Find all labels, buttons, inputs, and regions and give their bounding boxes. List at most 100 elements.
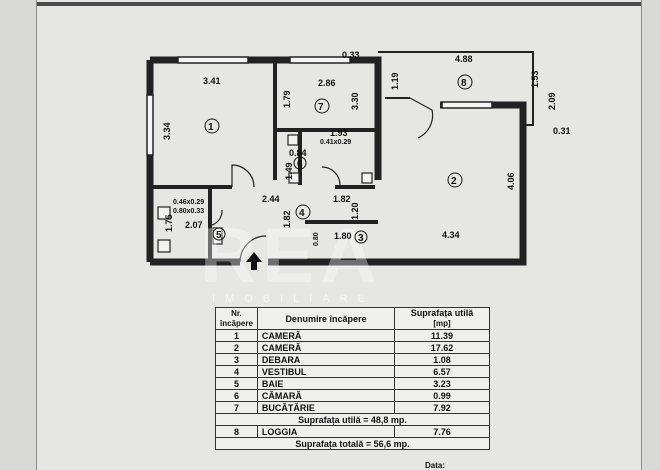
header-nr: Nr. încăpere [215, 307, 258, 330]
header-name: Denumire încăpere [256, 307, 396, 330]
room-marker-4 [295, 204, 311, 220]
door-entrance [239, 235, 267, 263]
entrance-arrow-icon [246, 252, 262, 262]
vent-box-5 [157, 239, 171, 253]
row-name: DEBARA [256, 353, 396, 366]
date-label: Data: [425, 461, 446, 470]
room-marker-1 [204, 118, 220, 134]
window-room7 [289, 56, 351, 64]
loggia-wall [378, 51, 534, 126]
row-name: BUCĂTĂRIE [256, 401, 396, 414]
loggia-area: 7.76 [394, 425, 490, 438]
dim-label: 1.75 [164, 214, 174, 232]
dim-label: 1.49 [284, 162, 294, 180]
table-row: 7 BUCĂTĂRIE 7.92 [215, 401, 490, 414]
room-marker-7 [314, 98, 330, 114]
useful-total-row: Suprafața utilă = 48,8 mp. [215, 413, 490, 426]
dim-label: 0.33 [342, 50, 360, 60]
row-name: CAMERĂ [256, 329, 396, 342]
table-row: 1 CAMERĂ 11.39 [215, 329, 490, 342]
row-nr: 2 [215, 341, 258, 354]
room-number: 6 [297, 159, 303, 170]
row-nr: 4 [215, 365, 258, 378]
row-name: CĂMARĂ [256, 389, 396, 402]
doors [211, 97, 434, 263]
table-row: 6 CĂMARĂ 0.99 [215, 389, 490, 402]
row-nr: 5 [215, 377, 258, 390]
row-name: VESTIBUL [256, 365, 396, 378]
table-row: 4 VESTIBUL 6.57 [215, 365, 490, 378]
table-row: 5 BAIE 3.23 [215, 377, 490, 390]
door-room1 [231, 164, 255, 188]
row-nr: 1 [215, 329, 258, 342]
dim-label: 0.80x0.33 [173, 208, 204, 215]
dim-label: 1.20 [350, 202, 360, 220]
dim-label: 3.30 [350, 92, 360, 110]
dim-label: 0.46x0.29 [173, 199, 204, 206]
room-number: 2 [451, 176, 457, 187]
room-marker-5 [212, 227, 226, 241]
room-number: 3 [358, 233, 364, 244]
room-number: 7 [318, 102, 324, 113]
wall-top [150, 56, 382, 98]
dim-label: 1.93 [330, 128, 348, 138]
room-marker-6 [293, 156, 307, 170]
watermark-subtitle: IMOBILIARE [212, 293, 375, 305]
table-row: 3 DEBARA 1.08 [215, 353, 490, 366]
row-nr: 6 [215, 389, 258, 402]
grand-total-row: Suprafața totală = 56,6 mp. [215, 437, 490, 450]
header-area-unit: [mp] [433, 319, 451, 328]
row-name: CAMERĂ [256, 341, 396, 354]
window-room1 [177, 56, 249, 64]
row-area: 1.08 [394, 353, 490, 366]
dim-label: 0.41x0.29 [320, 139, 351, 146]
windows [146, 56, 493, 156]
room-number: 8 [461, 78, 467, 89]
dim-label: 1.53 [530, 70, 540, 88]
useful-total: Suprafața utilă = 48,8 mp. [215, 413, 490, 426]
dim-label: 2.07 [185, 220, 203, 230]
dim-label: 1.79 [282, 90, 292, 108]
dim-label: 3.34 [162, 122, 172, 140]
vent-box-3 [361, 172, 373, 184]
watermark-logo: REA [200, 211, 383, 299]
loggia-row: 8 LOGGIA 7.76 [215, 425, 490, 438]
door-room2 [409, 97, 434, 139]
row-area: 17.62 [394, 341, 490, 354]
dim-label: 4.88 [455, 54, 473, 64]
dim-label: 2.09 [547, 92, 557, 110]
window-room2 [441, 101, 493, 109]
row-area: 6.57 [394, 365, 490, 378]
window-left [146, 94, 154, 156]
dim-label: 1.19 [390, 72, 400, 90]
door-room5 [211, 209, 223, 226]
dim-label: 4.34 [442, 230, 460, 240]
loggia-nr: 8 [215, 425, 258, 438]
row-area: 3.23 [394, 377, 490, 390]
entrance-arrow-stem-icon [251, 262, 257, 270]
row-area: 7.92 [394, 401, 490, 414]
dim-label: 0.84 [289, 148, 307, 158]
room-marker-3 [354, 230, 368, 244]
row-nr: 3 [215, 353, 258, 366]
room-number: 5 [216, 230, 222, 241]
room-marker-8 [457, 74, 473, 90]
door-room7 [321, 166, 341, 186]
area-table: Nr. încăpere Denumire încăpere Suprafața… [215, 307, 490, 450]
header-area: Suprafața utilă [mp] [394, 307, 490, 330]
room-markers [204, 74, 473, 244]
loggia-outline [378, 51, 534, 126]
dim-label: 0.80 [313, 232, 320, 246]
room-marker-2 [447, 172, 463, 188]
vent-box-4 [157, 206, 171, 220]
dim-label: 1.82 [333, 194, 351, 204]
header-area-label: Suprafața utilă [410, 308, 474, 318]
vent-box-2 [288, 172, 300, 184]
fixtures [157, 134, 373, 253]
row-area: 11.39 [394, 329, 490, 342]
dim-label: 2.86 [318, 78, 336, 88]
row-area: 0.99 [394, 389, 490, 402]
table-header-row: Nr. încăpere Denumire încăpere Suprafața… [215, 307, 490, 330]
dim-label: 4.06 [506, 172, 516, 190]
